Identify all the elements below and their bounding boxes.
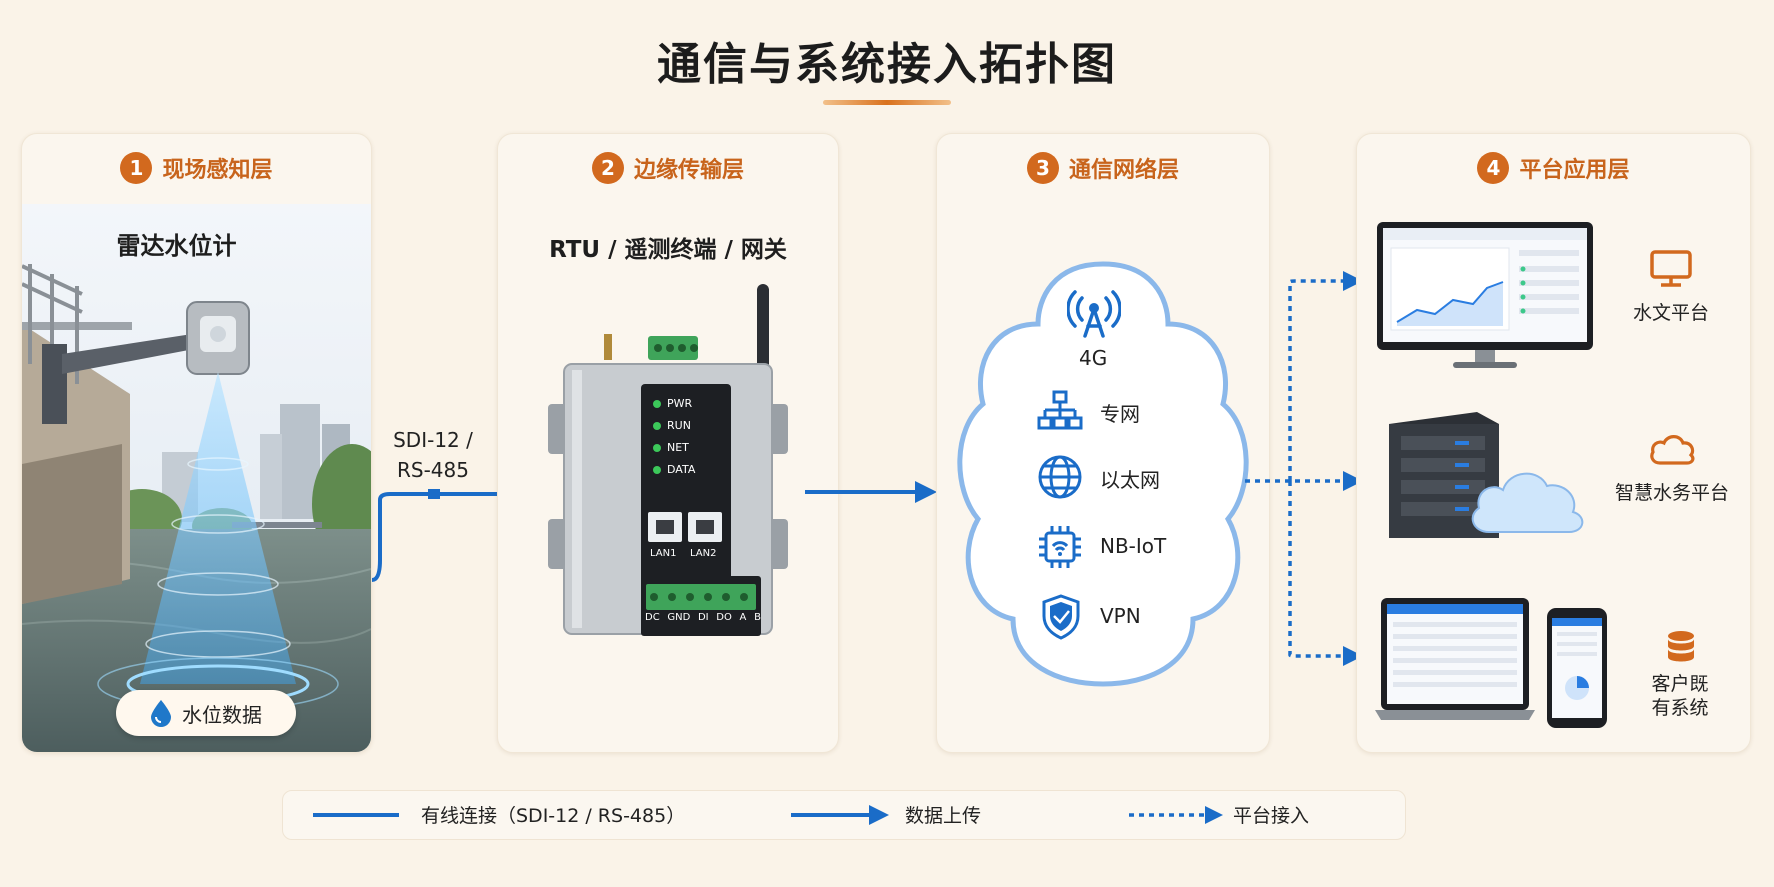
terminal-labels: DC GND DI DO A B (645, 612, 761, 623)
network-label-private: 专网 (1100, 402, 1140, 426)
water-drop-icon (151, 700, 171, 727)
platform-card-existing-system: 客户既 有系统 (1626, 616, 1734, 734)
panel-header: 4 平台应用层 (1357, 148, 1750, 188)
badge-label: 水位数据 (182, 702, 262, 727)
step-number: 4 (1477, 152, 1510, 184)
radar-scene-illustration (22, 204, 371, 752)
panel-edge-layer: 2 边缘传输层 RTU / 遥测终端 / 网关 (497, 133, 839, 753)
panel-title: 现场感知层 (162, 158, 273, 183)
network-label-vpn: VPN (1100, 604, 1141, 628)
server-cloud-illustration (1389, 412, 1584, 538)
dashboard-monitor-illustration (1377, 222, 1593, 368)
panel-header: 1 现场感知层 (22, 148, 371, 188)
rtu-device-illustration (548, 284, 788, 636)
platform-label-existing-system: 客户既 有系统 (1626, 672, 1734, 720)
led-label-pwr: PWR (667, 397, 693, 410)
link-label: SDI-12 / RS-485 (378, 425, 488, 485)
platform-card-smart-water: 智慧水务平台 (1610, 402, 1734, 532)
monitor-icon (1650, 250, 1692, 287)
terminal-dc: DC (645, 612, 660, 623)
shield-icon (1042, 594, 1080, 640)
globe-icon (1038, 455, 1082, 499)
panel-title: 边缘传输层 (633, 158, 744, 183)
panel-platform-layer: 4 平台应用层 水文平台 智慧水务平台 (1356, 133, 1751, 753)
panel-header: 2 边缘传输层 (498, 148, 838, 188)
link-label-line1: SDI-12 / (393, 428, 473, 452)
step-number: 3 (1026, 152, 1059, 184)
laptop-phone-illustration (1375, 598, 1607, 728)
step-number: 1 (120, 152, 153, 184)
network-label-nbiot: NB-IoT (1100, 534, 1167, 558)
database-icon (1668, 631, 1694, 662)
data-upload-arrow (805, 481, 937, 503)
platform-label-line1: 客户既 (1651, 673, 1709, 695)
platform-label-smart-water: 智慧水务平台 (1614, 482, 1729, 504)
legend-access-arrow (1129, 806, 1223, 824)
network-label-ethernet: 以太网 (1100, 468, 1160, 492)
port-label-lan1: LAN1 (650, 548, 677, 559)
chip-icon (1039, 526, 1081, 568)
legend-upload-label: 数据上传 (905, 805, 982, 827)
legend-access-label: 平台接入 (1233, 805, 1310, 827)
cloud-icon (1650, 435, 1695, 465)
led-label-run: RUN (667, 419, 691, 432)
terminal-do: DO (716, 612, 732, 623)
port-label-lan2: LAN2 (690, 548, 717, 559)
sensor-title: 雷达水位计 (116, 232, 237, 260)
tower-icon (1067, 290, 1121, 338)
legend-wired-line (313, 813, 399, 817)
step-number: 2 (591, 152, 624, 184)
legend-upload-arrow (791, 805, 889, 825)
terminal-gnd: GND (667, 612, 691, 623)
terminal-b: B (754, 612, 761, 623)
panel-title: 平台应用层 (1519, 158, 1630, 183)
platform-label-hydrology: 水文平台 (1632, 302, 1709, 324)
legend: 有线连接（SDI-12 / RS-485） 数据上传 平台接入 (282, 790, 1406, 840)
panel-title: 通信网络层 (1068, 158, 1179, 183)
panel-sensing-layer: 1 现场感知层 (21, 133, 372, 753)
network-tree-icon (1037, 390, 1083, 430)
platform-access-arrows (1245, 271, 1363, 666)
panel-header: 3 通信网络层 (937, 148, 1269, 188)
platform-label-line2: 有系统 (1651, 697, 1709, 719)
led-label-data: DATA (667, 463, 696, 476)
title-underline (823, 100, 951, 105)
water-level-badge: 水位数据 (116, 690, 296, 736)
terminal-a: A (739, 612, 747, 623)
network-label-4g: 4G (1079, 346, 1108, 370)
link-label-line2: RS-485 (397, 458, 469, 482)
platform-card-hydrology: 水文平台 (1610, 222, 1732, 352)
network-cloud-shape (957, 261, 1249, 687)
rtu-title: RTU / 遥测终端 / 网关 (549, 237, 787, 263)
led-label-net: NET (667, 441, 689, 454)
terminal-di: DI (697, 612, 709, 623)
page-title: 通信与系统接入拓扑图 (657, 39, 1117, 90)
panel-network-layer: 3 通信网络层 4G 专网 以太网 (936, 133, 1270, 753)
legend-wired-label: 有线连接（SDI-12 / RS-485） (421, 805, 686, 827)
